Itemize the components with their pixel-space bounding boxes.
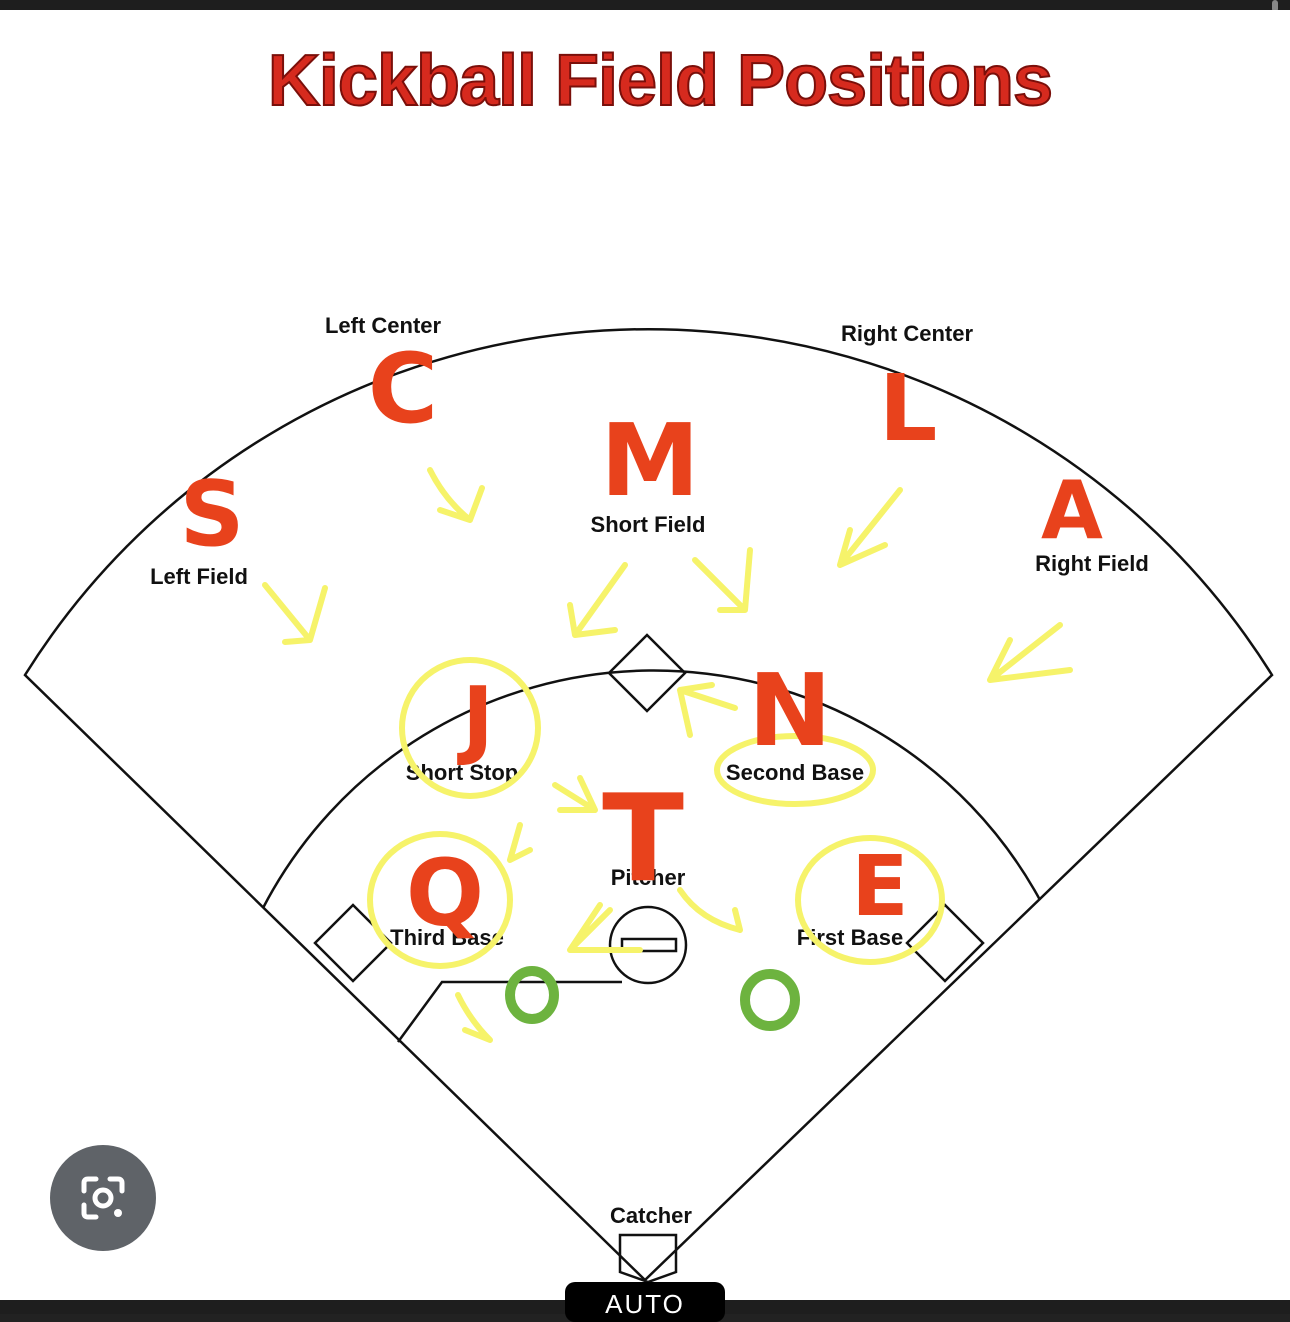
label-left-field: Left Field [150, 564, 248, 589]
field-diagram: Kickball Field Positions Left Center Rig… [23, 40, 1274, 1284]
highlight-short-stop [399, 657, 541, 799]
letter-right-field: A [1041, 464, 1103, 557]
arrow-short-field-left [567, 562, 628, 638]
letter-first-base: E [851, 837, 908, 935]
green-marker-right [740, 969, 800, 1031]
auto-button[interactable]: AUTO [565, 1282, 725, 1322]
first-base [905, 903, 985, 983]
home-plate [618, 1233, 678, 1284]
diagram-image: Kickball Field Positions Left Center Rig… [0, 10, 1290, 1300]
label-right-center: Right Center [841, 321, 973, 346]
arrow-second-to-base [677, 682, 738, 738]
arrow-right-field [987, 622, 1073, 683]
infield-arc [261, 669, 1042, 909]
letter-short-field: M [600, 402, 700, 519]
highlight-third-base [367, 831, 513, 969]
second-base [607, 633, 687, 713]
letter-right-center: L [879, 355, 938, 462]
letter-second-base: N [748, 652, 832, 769]
pitcher-rubber [620, 937, 678, 953]
diagram-title: Kickball Field Positions [268, 41, 1052, 121]
arrow-short-field-right [692, 547, 753, 613]
highlight-second-base [714, 733, 876, 807]
outfield-boundary [23, 327, 1274, 1282]
arrow-right-center [837, 487, 903, 568]
top-bar [0, 0, 1290, 10]
label-third-base: Third Base [390, 925, 504, 950]
label-catcher: Catcher [610, 1203, 692, 1228]
label-pitcher: Pitcher [611, 865, 686, 890]
google-lens-icon [81, 1176, 125, 1220]
label-short-field: Short Field [591, 512, 706, 537]
letter-left-center: C [368, 333, 438, 445]
shift-arrows [262, 467, 1073, 1043]
arrow-short-stop-in [552, 775, 598, 813]
letter-pitcher: T [602, 770, 684, 909]
letter-left-field: S [180, 462, 245, 567]
pitcher-mound [608, 905, 688, 985]
arrow-pitcher-right [677, 887, 743, 933]
label-second-base: Second Base [726, 760, 864, 785]
scroll-indicator[interactable] [1272, 0, 1278, 12]
label-right-field: Right Field [1035, 551, 1149, 576]
kicking-line [396, 980, 622, 1043]
highlight-first-base [795, 835, 945, 965]
letter-short-stop: J [457, 669, 494, 769]
google-lens-button[interactable] [50, 1145, 156, 1251]
letter-third-base: Q [406, 840, 484, 947]
arrow-pitcher-left [567, 902, 643, 953]
arrow-short-stop-down [507, 822, 533, 863]
green-marker-left [505, 966, 559, 1024]
arrow-left-field [262, 582, 328, 645]
label-left-center: Left Center [325, 313, 442, 338]
arrow-third-down [455, 992, 493, 1043]
arrow-left-center [427, 467, 485, 523]
